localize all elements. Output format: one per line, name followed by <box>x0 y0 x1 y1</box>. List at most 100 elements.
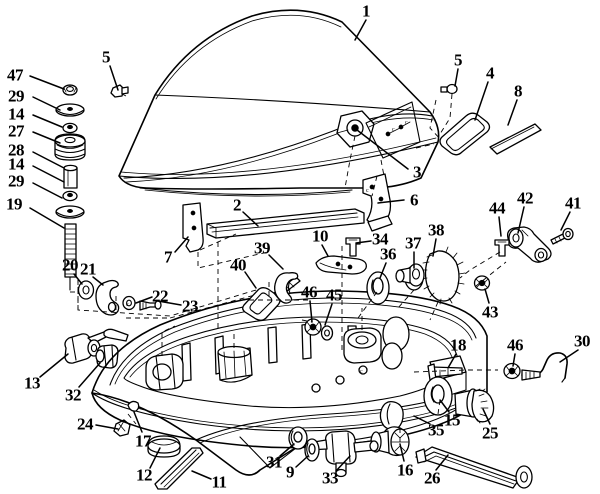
leader-line-39 <box>268 254 284 270</box>
shoulder-screw <box>345 237 361 257</box>
callout-label-4[interactable]: 4 <box>486 63 495 83</box>
callout-label-17[interactable]: 17 <box>135 431 152 451</box>
callout-label-2[interactable]: 2 <box>233 195 242 215</box>
leader-line-13 <box>39 353 69 378</box>
callout-label-29[interactable]: 29 <box>8 171 25 191</box>
callout-label-11[interactable]: 11 <box>211 472 227 492</box>
callout-label-15[interactable]: 15 <box>444 410 461 430</box>
lock-nut-lever <box>473 275 491 291</box>
leader-line-8 <box>507 99 518 126</box>
callout-label-14[interactable]: 14 <box>8 104 25 124</box>
callout-label-1[interactable]: 1 <box>362 1 371 21</box>
pan-boss-right <box>343 327 382 364</box>
leader-line-33 <box>335 455 351 472</box>
callout-label-6[interactable]: 6 <box>410 190 419 210</box>
callout-label-20[interactable]: 20 <box>62 255 79 275</box>
callout-label-24[interactable]: 24 <box>77 414 94 434</box>
callout-label-46[interactable]: 46 <box>301 282 318 302</box>
callout-label-29[interactable]: 29 <box>8 86 25 106</box>
callout-label-3[interactable]: 3 <box>413 162 422 182</box>
bushing-small <box>304 438 320 462</box>
callout-label-47[interactable]: 47 <box>7 65 24 85</box>
pan-head-screw <box>320 325 334 341</box>
callout-label-26[interactable]: 26 <box>424 468 441 488</box>
leader-line-42 <box>517 206 525 234</box>
leader-line-40 <box>244 271 257 289</box>
lock-washer-upper <box>304 318 322 336</box>
cover-seal-grip <box>439 112 491 156</box>
callout-label-27[interactable]: 27 <box>8 121 25 141</box>
leader-line-24 <box>95 424 119 430</box>
callout-label-42[interactable]: 42 <box>517 188 534 208</box>
lock-washer-lower <box>503 362 521 380</box>
callout-label-44[interactable]: 44 <box>489 198 506 218</box>
callout-label-19[interactable]: 19 <box>6 194 23 214</box>
callout-label-40[interactable]: 40 <box>230 255 247 275</box>
cover-latch-knob-left <box>110 84 129 98</box>
callout-label-35[interactable]: 35 <box>428 420 445 440</box>
leader-line-38 <box>432 238 437 257</box>
leader-line-10 <box>321 244 329 257</box>
leader-line-5 <box>454 68 459 87</box>
washer-small <box>77 280 95 300</box>
callout-label-23[interactable]: 23 <box>182 296 199 316</box>
callout-label-36[interactable]: 36 <box>380 244 397 264</box>
callout-label-25[interactable]: 25 <box>482 423 499 443</box>
callout-label-46[interactable]: 46 <box>507 335 524 355</box>
leader-line-1 <box>354 19 367 41</box>
callout-label-39[interactable]: 39 <box>254 238 271 258</box>
pan-boss-left <box>145 353 184 391</box>
leader-line-44 <box>498 216 502 237</box>
callout-label-21[interactable]: 21 <box>80 259 97 279</box>
callout-label-22[interactable]: 22 <box>152 286 169 306</box>
spring-clip <box>95 279 120 316</box>
leader-line-18 <box>447 353 457 369</box>
callout-label-34[interactable]: 34 <box>372 229 389 249</box>
callout-label-30[interactable]: 30 <box>574 331 591 351</box>
linkage-arm-plate <box>315 255 367 275</box>
gear-knob <box>395 246 466 305</box>
callout-label-12[interactable]: 12 <box>136 465 153 485</box>
leader-line-11 <box>191 470 212 480</box>
lock-nut <box>62 84 78 96</box>
long-through-bolt <box>415 446 533 489</box>
callout-label-14[interactable]: 14 <box>8 154 25 174</box>
leader-line-43 <box>484 288 490 304</box>
callout-label-5[interactable]: 5 <box>454 50 463 70</box>
callout-label-10[interactable]: 10 <box>312 226 329 246</box>
leader-line-16 <box>399 443 405 462</box>
callout-label-28[interactable]: 28 <box>8 140 25 160</box>
front-cover-seal-strip <box>206 208 365 239</box>
leader-line-14 <box>32 114 63 128</box>
cover-trim-pad <box>489 123 542 155</box>
leader-line-46 <box>309 300 313 323</box>
callout-label-45[interactable]: 45 <box>326 285 343 305</box>
svg-text:c: c <box>126 302 129 308</box>
callout-label-38[interactable]: 38 <box>428 220 445 240</box>
knurled-knob <box>370 426 410 457</box>
leader-line-35 <box>413 415 431 425</box>
spacer-sleeve <box>63 164 78 189</box>
callout-label-13[interactable]: 13 <box>24 373 41 393</box>
leader-line-19 <box>29 207 65 229</box>
callout-label-9[interactable]: 9 <box>286 462 295 482</box>
bent-handle-rod <box>521 352 568 383</box>
leader-line-27 <box>32 131 61 144</box>
callout-label-41[interactable]: 41 <box>565 193 582 213</box>
callout-label-33[interactable]: 33 <box>322 468 339 488</box>
callout-label-31[interactable]: 31 <box>266 452 283 472</box>
leader-line-4 <box>474 81 489 121</box>
callout-label-16[interactable]: 16 <box>397 460 414 480</box>
leader-line-22 <box>135 296 153 304</box>
callout-label-5[interactable]: 5 <box>102 47 111 67</box>
callout-label-37[interactable]: 37 <box>405 233 422 253</box>
callout-label-32[interactable]: 32 <box>65 385 82 405</box>
leader-line-34 <box>355 240 372 244</box>
callout-label-43[interactable]: 43 <box>482 302 499 322</box>
callout-label-7[interactable]: 7 <box>164 247 173 267</box>
callout-label-8[interactable]: 8 <box>514 81 523 101</box>
retaining-clip-c <box>274 272 299 304</box>
drain-hole-edge <box>127 400 140 412</box>
callout-label-18[interactable]: 18 <box>450 335 467 355</box>
